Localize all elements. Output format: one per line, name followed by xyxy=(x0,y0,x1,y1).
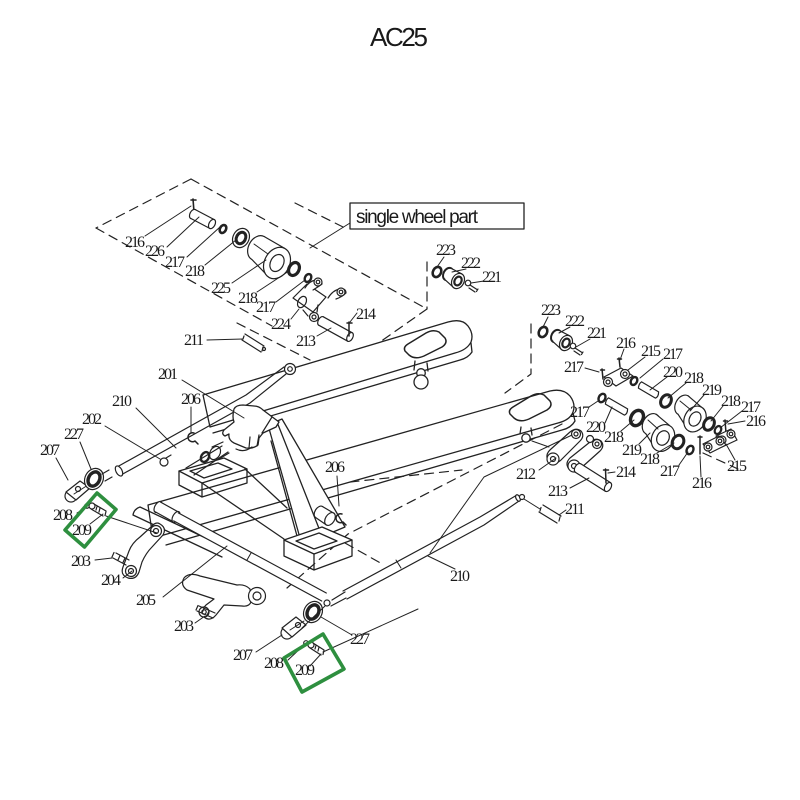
svg-text:223: 223 xyxy=(541,302,561,319)
svg-text:227: 227 xyxy=(64,426,84,443)
svg-text:212: 212 xyxy=(516,466,536,483)
svg-text:218: 218 xyxy=(185,263,205,280)
svg-text:201: 201 xyxy=(158,366,178,383)
svg-text:205: 205 xyxy=(136,592,156,609)
svg-text:207: 207 xyxy=(233,647,253,664)
svg-text:218: 218 xyxy=(721,393,741,410)
svg-text:220: 220 xyxy=(586,419,606,436)
svg-text:219: 219 xyxy=(622,442,642,459)
svg-text:217: 217 xyxy=(256,299,276,316)
svg-text:single wheel part: single wheel part xyxy=(356,207,479,228)
svg-text:207: 207 xyxy=(40,442,60,459)
svg-text:221: 221 xyxy=(482,269,502,286)
svg-text:209: 209 xyxy=(295,662,315,679)
svg-text:216: 216 xyxy=(125,234,145,251)
svg-text:219: 219 xyxy=(702,382,722,399)
svg-text:210: 210 xyxy=(450,568,470,585)
svg-text:225: 225 xyxy=(211,280,231,297)
svg-text:203: 203 xyxy=(71,553,91,570)
svg-text:224: 224 xyxy=(271,316,291,333)
svg-text:227: 227 xyxy=(350,631,370,648)
svg-text:218: 218 xyxy=(238,290,258,307)
svg-text:213: 213 xyxy=(296,333,316,350)
svg-text:218: 218 xyxy=(684,370,704,387)
svg-text:221: 221 xyxy=(587,325,607,342)
svg-text:216: 216 xyxy=(746,413,766,430)
svg-text:208: 208 xyxy=(53,507,73,524)
svg-text:217: 217 xyxy=(570,404,590,421)
svg-text:220: 220 xyxy=(663,364,683,381)
svg-text:203: 203 xyxy=(174,618,194,635)
svg-text:AC25: AC25 xyxy=(370,22,428,52)
svg-text:218: 218 xyxy=(604,429,624,446)
svg-text:217: 217 xyxy=(741,399,761,416)
svg-text:218: 218 xyxy=(640,451,660,468)
svg-text:217: 217 xyxy=(663,346,683,363)
svg-text:209: 209 xyxy=(72,522,92,539)
svg-text:214: 214 xyxy=(616,464,636,481)
svg-text:202: 202 xyxy=(82,411,102,428)
svg-text:211: 211 xyxy=(565,501,585,518)
svg-text:213: 213 xyxy=(548,483,568,500)
svg-text:211: 211 xyxy=(184,332,204,349)
svg-text:217: 217 xyxy=(165,254,185,271)
svg-text:215: 215 xyxy=(727,458,747,475)
svg-text:217: 217 xyxy=(660,463,680,480)
svg-text:208: 208 xyxy=(264,655,284,672)
svg-text:222: 222 xyxy=(461,255,481,272)
svg-text:223: 223 xyxy=(436,242,456,259)
svg-text:226: 226 xyxy=(145,243,165,260)
svg-text:206: 206 xyxy=(325,459,345,476)
svg-text:216: 216 xyxy=(616,335,636,352)
svg-text:206: 206 xyxy=(181,391,201,408)
svg-text:216: 216 xyxy=(692,475,712,492)
svg-text:210: 210 xyxy=(112,393,132,410)
svg-text:204: 204 xyxy=(101,572,121,589)
svg-text:217: 217 xyxy=(564,359,584,376)
svg-text:214: 214 xyxy=(356,306,376,323)
svg-text:215: 215 xyxy=(641,343,661,360)
svg-text:222: 222 xyxy=(565,313,585,330)
